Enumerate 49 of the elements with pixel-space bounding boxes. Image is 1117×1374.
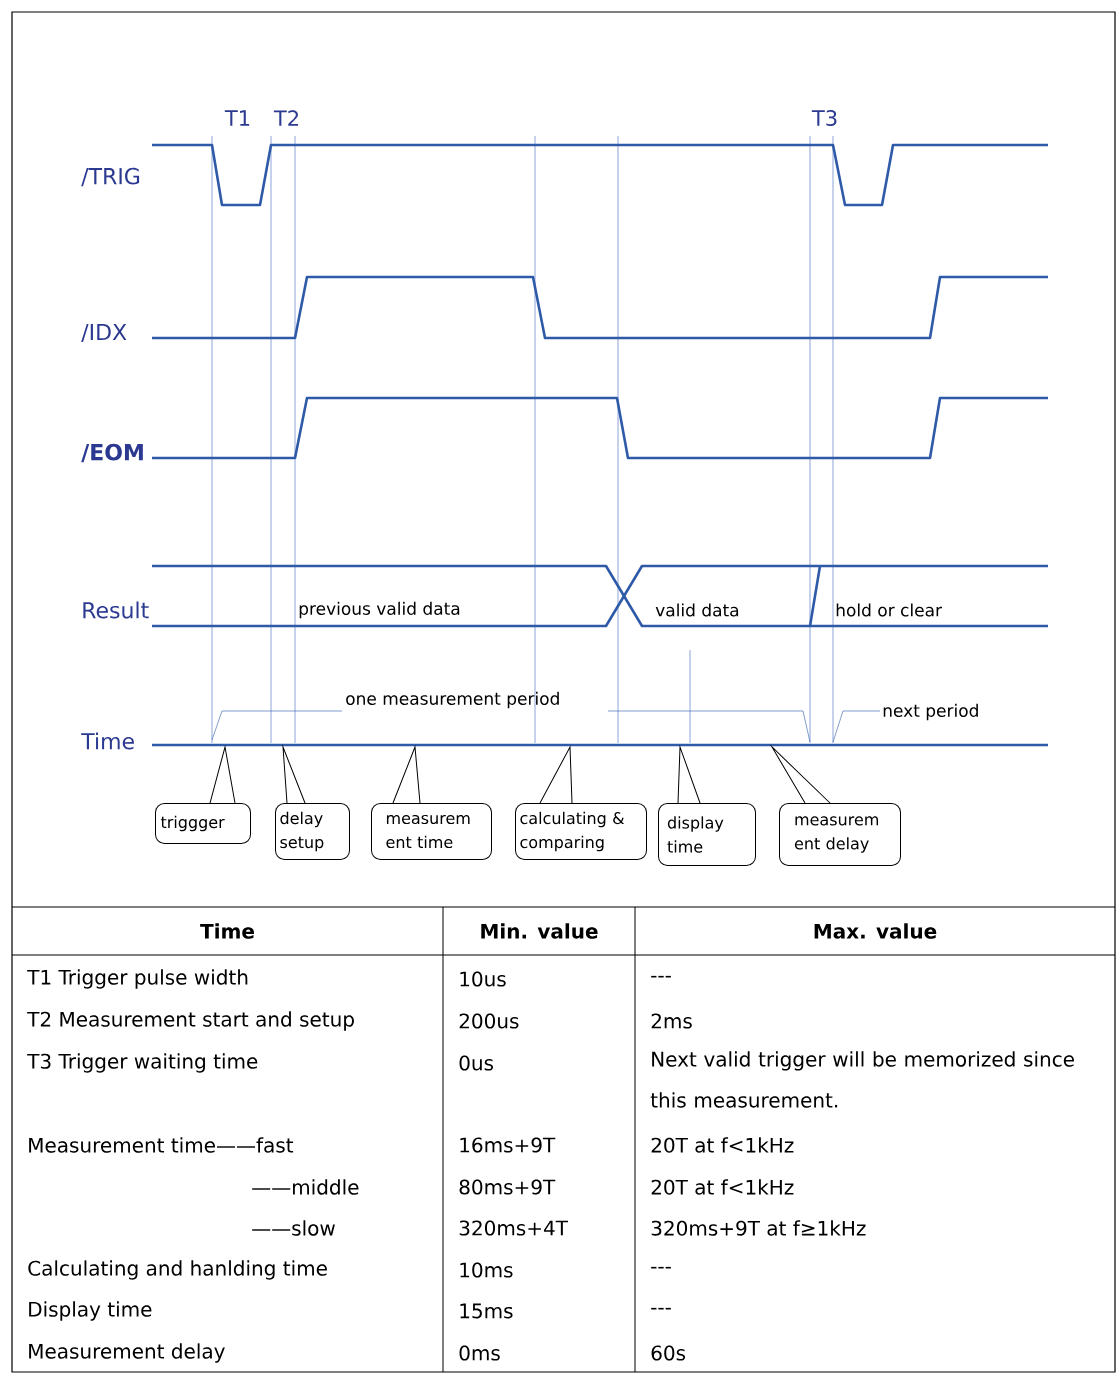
timing-label: T2 <box>273 110 298 126</box>
signal-name: /EOM <box>81 443 143 463</box>
table-cell: 16ms+9T <box>460 1137 556 1153</box>
table-cell: ——middle <box>252 1179 359 1195</box>
table-cell: 10ms <box>460 1262 513 1278</box>
table-cell: --- <box>651 975 671 978</box>
callout-bubble: calculating & comparing <box>515 746 647 860</box>
table-cell: ——slow <box>252 1220 335 1236</box>
signal-name: Result <box>83 601 149 619</box>
signal-name: Time <box>81 732 134 750</box>
table-cell: 200us <box>459 1013 519 1029</box>
period-label: next period <box>883 703 978 721</box>
table-header: Min. value <box>481 923 598 939</box>
table-cell: --- <box>651 1266 671 1269</box>
table-cell: Measurement time——fast <box>29 1137 294 1153</box>
period-label: one measurement period <box>346 691 559 709</box>
table-cell: 2ms <box>651 1013 692 1029</box>
timing-label: T3 <box>811 110 837 126</box>
table-header: Time <box>200 923 254 939</box>
table-cell: Measurement delay <box>29 1343 225 1363</box>
table-cell: 0ms <box>459 1345 500 1361</box>
table-cell: Next valid trigger will be memorized since this measurement. <box>650 1051 1074 1108</box>
table-header: Max. value <box>814 923 937 939</box>
table-cell: 80ms+9T <box>459 1179 556 1195</box>
table-cell: 60s <box>651 1345 686 1361</box>
table-cell: 20T at f<1kHz <box>651 1137 794 1153</box>
callout-bubble: delay setup <box>275 746 350 860</box>
table-cell: 320ms+4T <box>459 1220 568 1236</box>
table-cell: 10us <box>460 971 506 987</box>
table-cell: 320ms+9T at f≥1kHz <box>651 1220 866 1236</box>
callout-bubble: measurem ent delay <box>771 746 901 866</box>
data-label: valid data <box>655 603 739 617</box>
callout-bubble: measurem ent time <box>371 746 492 860</box>
table-cell: Calculating and hanlding time <box>28 1260 327 1280</box>
callout-bubble: display time <box>658 746 756 866</box>
table-cell: 15ms <box>460 1303 513 1319</box>
table-cell: 20T at f<1kHz <box>651 1179 794 1195</box>
signal-name: /IDX <box>81 323 127 343</box>
timing-label: T1 <box>224 110 250 126</box>
callout-bubble: triggger <box>155 746 251 844</box>
signal-name: /TRIG <box>81 167 140 187</box>
table-cell: 0us <box>459 1055 494 1071</box>
table-cell: T1 Trigger pulse width <box>27 969 248 989</box>
table-cell: T2 Measurement start and setup <box>27 1011 354 1031</box>
table-cell: Display time <box>29 1301 152 1321</box>
data-label: previous valid data <box>299 601 460 619</box>
table-cell: --- <box>651 1307 671 1310</box>
table-cell: T3 Trigger waiting time <box>27 1053 258 1073</box>
data-label: hold or clear <box>836 603 943 617</box>
